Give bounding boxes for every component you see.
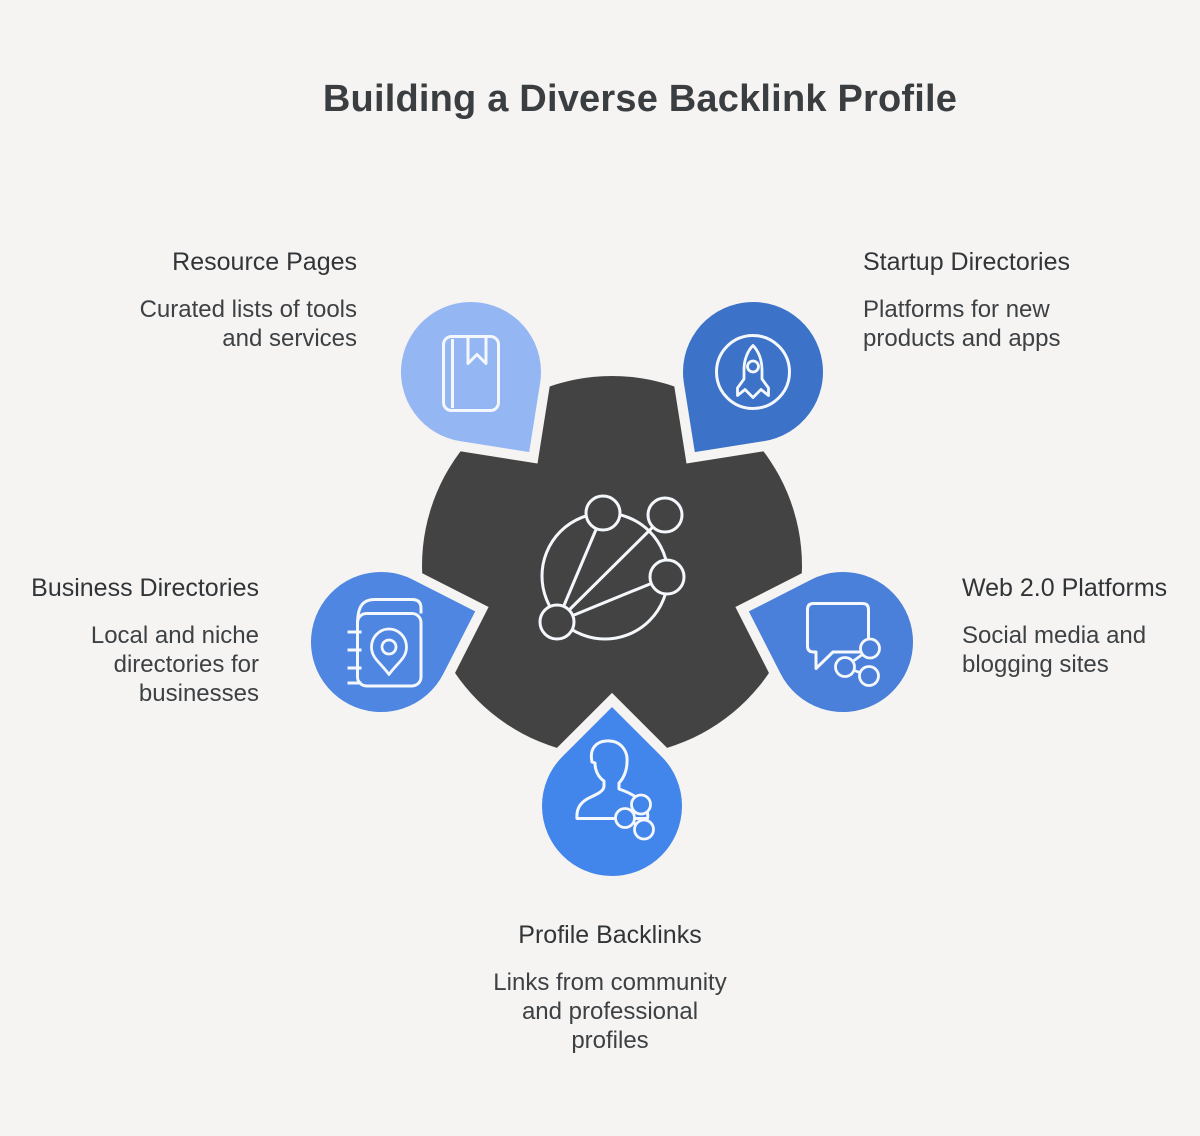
rocket-icon <box>715 334 791 410</box>
profile-backlinks-description: Links from community and professional pr… <box>493 969 727 1054</box>
business-directories-description: Local and niche directories for business… <box>90 622 259 707</box>
resource-pages-heading: Resource Pages <box>172 248 357 276</box>
profile-backlinks-heading: Profile Backlinks <box>518 921 702 949</box>
label-resource-pages: Resource Pages Curated lists of tools an… <box>140 248 357 353</box>
page-title: Building a Diverse Backlink Profile <box>322 78 958 120</box>
address-book-pin-icon <box>347 598 423 688</box>
book-bookmark-icon <box>442 335 500 412</box>
label-profile-backlinks: Profile Backlinks Links from community a… <box>360 921 860 1055</box>
startup-directories-heading: Startup Directories <box>863 248 1071 276</box>
network-hub-icon <box>538 494 686 641</box>
teardrop-resource-pages <box>391 292 551 464</box>
teardrop-startup-directories <box>673 292 833 464</box>
resource-pages-description: Curated lists of tools and services <box>139 296 357 352</box>
startup-directories-description: Platforms for new products and apps <box>863 296 1061 352</box>
label-business-directories: Business Directories Local and niche dir… <box>31 574 259 708</box>
business-directories-heading: Business Directories <box>31 574 259 602</box>
web-20-platforms-heading: Web 2.0 Platforms <box>962 574 1168 602</box>
chat-share-icon <box>806 602 881 687</box>
label-startup-directories: Startup Directories Platforms for new pr… <box>863 248 1070 353</box>
label-web-20-platforms: Web 2.0 Platforms Social media and blogg… <box>962 574 1167 679</box>
person-share-icon <box>575 739 655 841</box>
web-20-platforms-description: Social media and blogging sites <box>962 622 1147 678</box>
